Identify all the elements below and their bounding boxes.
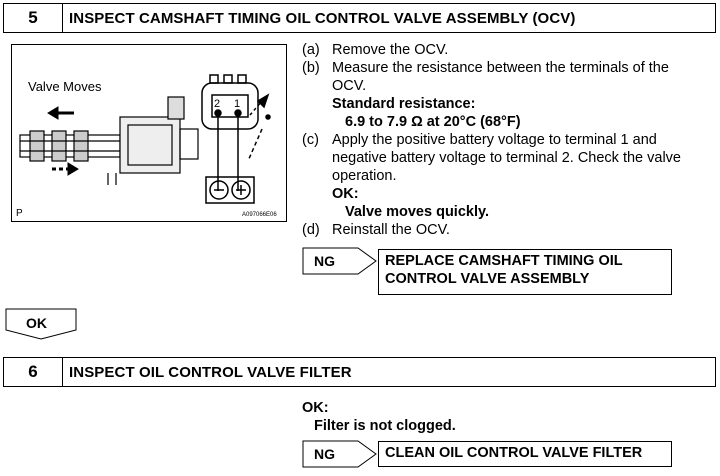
instruction-c: (c) Apply the positive battery voltage t… [302,132,681,184]
standard-resistance-value: 6.9 to 7.9 Ω at 20°C (68°F) [345,114,521,130]
step-6-ng-result-box: CLEAN OIL CONTROL VALVE FILTER [378,441,672,467]
ocv-figure: 2 1 P A097066E06 Valve Moves [11,44,287,222]
step-6-title: INSPECT OIL CONTROL VALVE FILTER [69,363,352,381]
terminal-1-label: 1 [234,98,240,110]
valve-body-icon [19,96,199,185]
arrow-right-dashed-icon [52,162,79,176]
ok-flow-shape [5,308,77,340]
ok-flow-label: OK [26,315,47,331]
step-5-title: INSPECT CAMSHAFT TIMING OIL CONTROL VALV… [69,9,576,27]
step-5-number: 5 [4,4,63,32]
ng-arrow-shape [302,247,377,275]
probe-wires [214,93,271,191]
valve-moves-label: Valve Moves [28,79,102,94]
standard-resistance-label: Standard resistance: [332,96,476,112]
instruction-d: (d) Reinstall the OCV. [302,222,450,238]
step-6-ng-label: NG [314,446,335,462]
connector-icon [201,74,259,130]
step-5-instructions: (a) Remove the OCV. (b) Measure the resi… [302,41,712,239]
ocv-illustration: 2 1 P A097066E06 [16,74,277,219]
ng-arrow-shape-6 [302,440,377,468]
ok-label: OK: [332,186,359,202]
terminal-2-label: 2 [214,98,220,110]
instruction-a: (a) Remove the OCV. [302,42,449,58]
figure-corner-letter: P [16,208,23,219]
step-6-header: 6 INSPECT OIL CONTROL VALVE FILTER [3,357,716,387]
step-6-ok-value: Filter is not clogged. [314,418,456,434]
ng-label: NG [314,253,335,269]
step-6-number: 6 [4,358,63,386]
arrow-left-icon [47,106,74,120]
instruction-b: (b) Measure the resistance between the t… [302,60,669,94]
step-6-ok-label: OK: [302,400,329,416]
ng-result-box: REPLACE CAMSHAFT TIMING OIL CONTROL VALV… [378,249,672,295]
figure-code: A097066E06 [242,212,277,218]
battery-icon [205,176,255,204]
ok-value: Valve moves quickly. [345,204,490,220]
step-6-instructions: OK: Filter is not clogged. [302,399,712,435]
step-5-header: 5 INSPECT CAMSHAFT TIMING OIL CONTROL VA… [3,3,716,33]
